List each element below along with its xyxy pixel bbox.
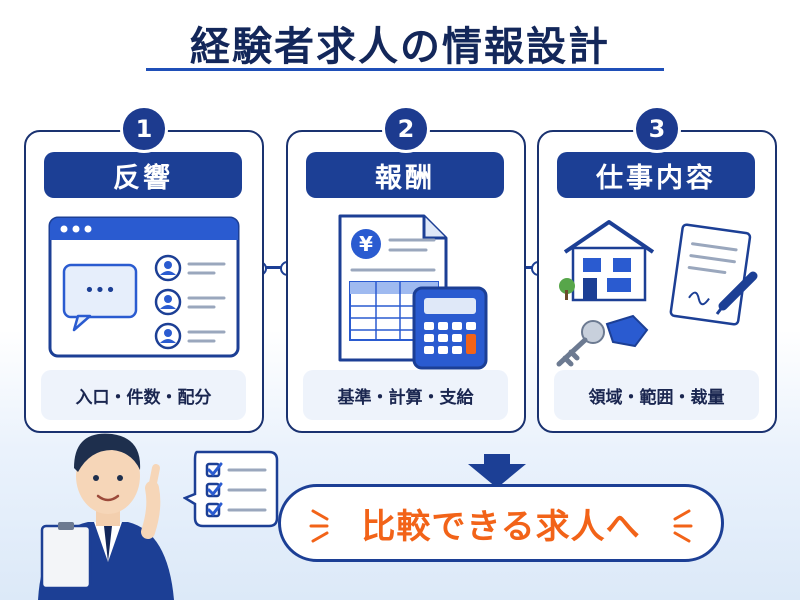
step-card-job-content: 仕事内容 領域・範囲・裁量 xyxy=(537,130,777,433)
page-title: 経験者求人の情報設計 xyxy=(190,24,610,70)
step-caption: 領域・範囲・裁量 xyxy=(554,370,759,420)
result-banner: 比較できる求人へ xyxy=(278,484,724,562)
sparkle-left-icon xyxy=(309,509,329,543)
step-caption: 入口・件数・配分 xyxy=(41,370,246,420)
businessman-illustration xyxy=(38,433,174,600)
payroll-document-icon: ¥ xyxy=(338,214,488,370)
chat-dots: ••• xyxy=(84,280,116,301)
step-card-response: 反響 ••• 入口・件数・配分 xyxy=(24,130,264,433)
result-text: 比較できる求人へ xyxy=(361,506,641,547)
step-number-badge: 3 xyxy=(633,105,681,153)
title-underline xyxy=(146,68,664,71)
sparkle-right-icon xyxy=(673,509,693,543)
step-number-badge: 2 xyxy=(382,105,430,153)
checklist-bubble-icon xyxy=(183,450,279,528)
step-heading: 反響 xyxy=(44,152,242,198)
house-key-contract-icon xyxy=(556,220,758,367)
step-heading: 報酬 xyxy=(306,152,504,198)
yen-icon: ¥ xyxy=(359,232,373,256)
browser-window-icon: ••• xyxy=(48,216,240,358)
connector-1-2 xyxy=(262,266,286,269)
arrow-down-icon xyxy=(468,454,526,488)
step-heading: 仕事内容 xyxy=(557,152,755,198)
step-card-compensation: 報酬 ¥ 基準・計算・支給 xyxy=(286,130,526,433)
step-caption: 基準・計算・支給 xyxy=(303,370,508,420)
step-number-badge: 1 xyxy=(120,105,168,153)
